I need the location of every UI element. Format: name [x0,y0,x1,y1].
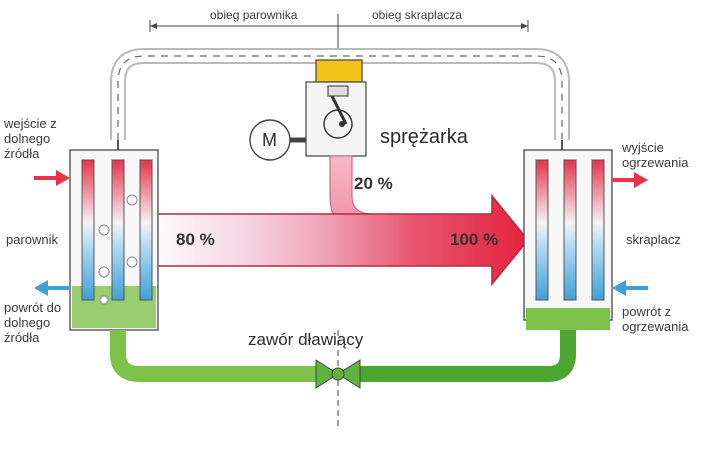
motor [249,119,306,161]
motor-label: M [262,130,277,150]
compressor-share: 20 % [354,174,393,193]
condenser-label: skraplacz [626,232,681,247]
condenser-tank [523,140,613,330]
liquid-pipe [110,330,576,382]
source-inlet-label: wejście z dolnego źródła [4,116,57,161]
expansion-valve-label: zawór dławiący [248,330,364,349]
total-share: 100 % [450,230,499,249]
energy-arrow [147,193,529,287]
evaporator-cycle-label: obieg parownika [210,8,298,22]
source-return-label: powrót do dolnego źródła [4,300,62,345]
compressor-label: sprężarka [380,126,468,148]
heating-return-label: powrót z ogrzewania [622,304,689,334]
evaporator-tank [69,140,159,331]
gas-pipe [110,48,570,140]
source-share: 80 % [176,230,215,249]
expansion-valve [315,330,361,430]
heating-outlet-label: wyjście ogrzewania [622,140,689,170]
evaporator-label: parownik [6,232,59,247]
compressor [305,59,367,157]
flow-arrows [34,170,648,296]
condenser-cycle-label: obieg skraplacza [372,8,463,22]
